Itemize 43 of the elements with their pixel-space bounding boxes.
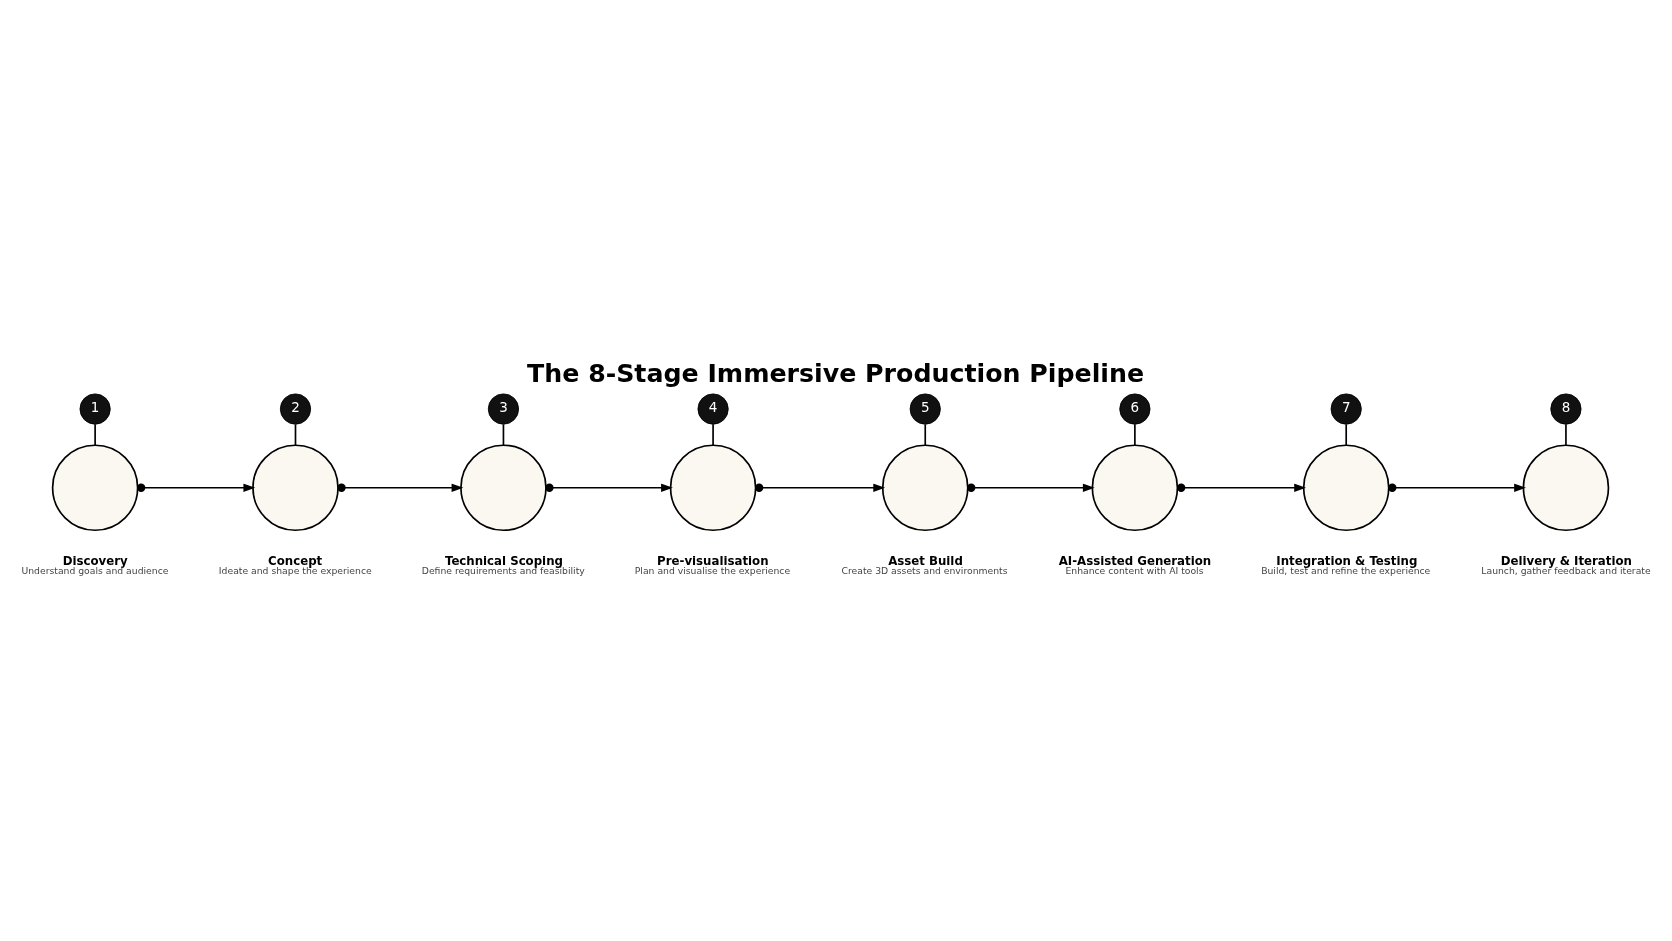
connector xyxy=(1565,423,1567,446)
node-circle: 3 xyxy=(487,393,519,425)
node-circle xyxy=(460,444,547,532)
node-label: Delivery & Iteration xyxy=(1500,553,1632,568)
connector xyxy=(924,423,927,446)
connector xyxy=(712,423,714,446)
connector xyxy=(294,423,297,446)
node-circle xyxy=(1302,444,1390,532)
connector xyxy=(94,423,96,446)
node-circle: 7 xyxy=(1330,393,1362,425)
node-circle: 1 xyxy=(79,393,111,425)
node-circle: 2 xyxy=(279,393,312,425)
diagram-title: The 8-Stage Immersive Production Pipeline xyxy=(527,359,1145,389)
node-label: Integration & Testing xyxy=(1276,553,1418,568)
node-label: Create 3D assets and environments xyxy=(841,565,1008,577)
connector xyxy=(1345,423,1348,446)
node-label: Pre-visualisation xyxy=(657,553,769,568)
node-circle xyxy=(1522,444,1610,532)
node-circle: 8 xyxy=(1550,393,1582,425)
node-label: Enhance content with AI tools xyxy=(1065,565,1204,577)
node-label: Discovery xyxy=(62,553,128,568)
node-label: AI-Assisted Generation xyxy=(1058,553,1212,568)
node-label: Technical Scoping xyxy=(444,553,563,568)
node-label: Concept xyxy=(268,553,323,568)
arrow xyxy=(1388,483,1526,492)
node-circle xyxy=(1091,444,1179,532)
node-circle: 5 xyxy=(909,393,941,425)
arrow xyxy=(1176,483,1306,492)
arrow xyxy=(754,483,886,492)
node-label: Asset Build xyxy=(888,553,963,568)
arrow xyxy=(136,483,256,492)
arrow xyxy=(967,483,1095,492)
node-label: Plan and visualise the experience xyxy=(634,565,791,577)
arrow xyxy=(337,483,464,492)
node-circle xyxy=(252,444,339,532)
arrow xyxy=(545,483,673,492)
node-circle xyxy=(51,444,139,532)
node-circle: 6 xyxy=(1119,393,1151,425)
connector xyxy=(1134,423,1136,446)
node-circle xyxy=(669,444,757,532)
node-circle: 4 xyxy=(697,393,729,425)
node-circle xyxy=(881,444,969,532)
connector xyxy=(502,423,505,446)
